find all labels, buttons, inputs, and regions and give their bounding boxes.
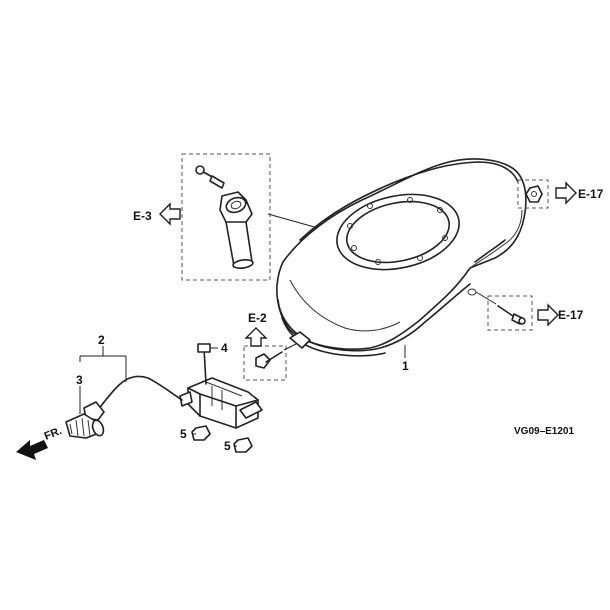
ref-e17-right-arrow[interactable] <box>537 303 559 327</box>
top-right-nut[interactable] <box>525 185 543 203</box>
filler-leader-line <box>267 213 319 229</box>
fan-cover[interactable] <box>276 158 527 357</box>
top-right-detail-box <box>517 179 549 209</box>
ignition-coil[interactable] <box>179 377 263 429</box>
spark-plug-cap[interactable] <box>65 401 105 439</box>
diagram-code: VG09–E1201 <box>514 426 574 437</box>
front-bolt[interactable] <box>255 351 283 369</box>
callout-3: 3 <box>76 373 83 387</box>
right-bolt-leader <box>475 291 497 305</box>
front-direction-arrow <box>16 440 48 460</box>
front-direction-label: FR. <box>43 425 64 443</box>
front-bolt-detail-box <box>243 345 287 381</box>
callout-2-bracket <box>79 355 127 382</box>
front-bolt-leader <box>283 343 297 351</box>
spark-plug-wire[interactable] <box>97 375 183 411</box>
callout-2: 2 <box>98 333 105 347</box>
ref-e17-right-label: E-17 <box>558 308 584 322</box>
oil-filler-tube[interactable] <box>219 191 254 269</box>
filler-bolt[interactable] <box>195 165 225 189</box>
right-bolt-detail-box <box>487 295 533 331</box>
callout-1: 1 <box>402 359 409 373</box>
callout-5-left: 5 <box>180 427 187 441</box>
filler-detail-box <box>181 153 271 281</box>
callout-5-right: 5 <box>224 439 231 453</box>
right-nut[interactable] <box>233 437 253 453</box>
right-bolt[interactable] <box>497 305 526 325</box>
ref-e3-label: E-3 <box>133 209 152 223</box>
ref-e2-arrow[interactable] <box>244 327 268 347</box>
coil-bolt[interactable] <box>197 343 211 385</box>
left-nut[interactable] <box>191 425 211 441</box>
ref-e3-arrow[interactable] <box>159 202 181 226</box>
ref-e17-top-label: E-17 <box>578 187 604 201</box>
ref-e2-label: E-2 <box>248 311 267 325</box>
callout-4: 4 <box>221 341 228 355</box>
ref-e17-top-arrow[interactable] <box>555 181 577 205</box>
